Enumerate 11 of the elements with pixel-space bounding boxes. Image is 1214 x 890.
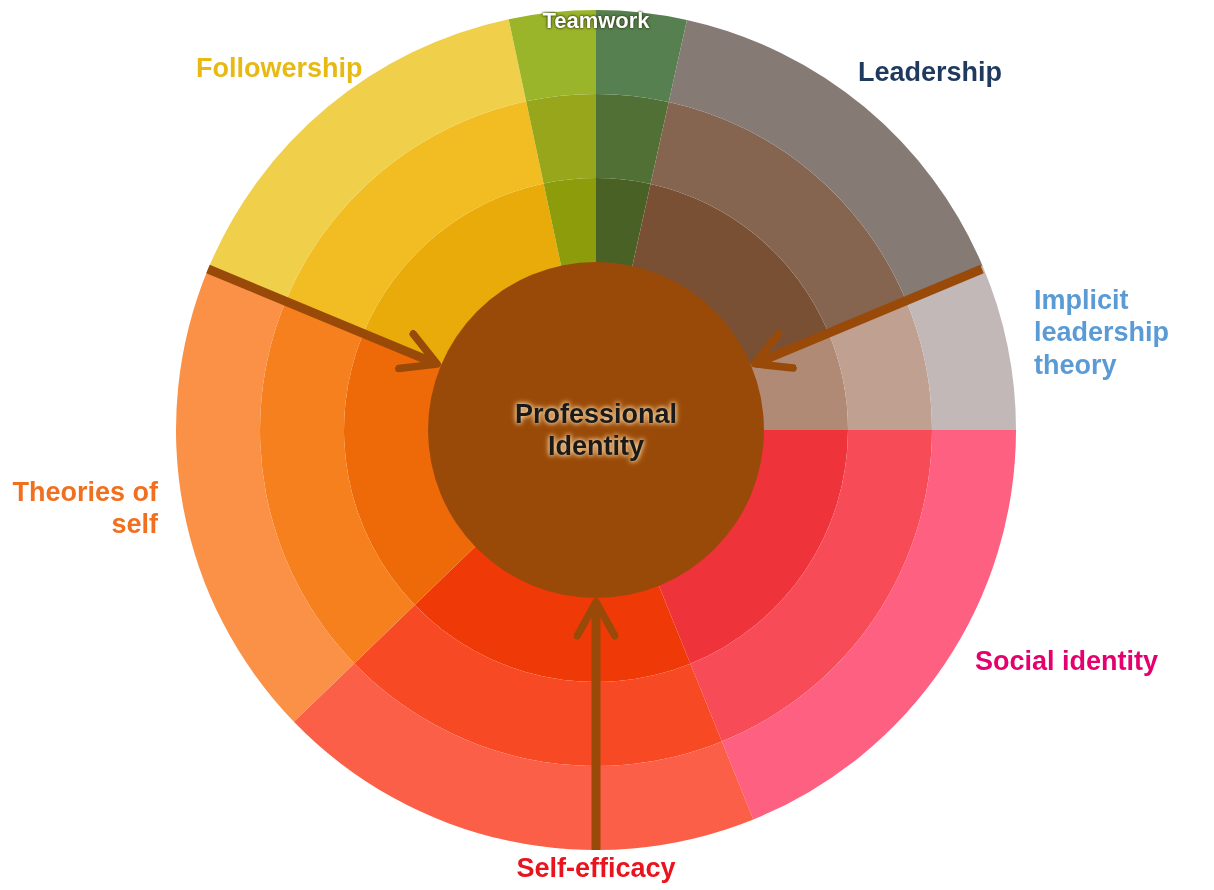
arrow <box>573 598 619 850</box>
arrow <box>751 264 984 372</box>
arrow <box>206 264 441 373</box>
center-label: Professional Identity <box>513 397 679 463</box>
topic-label: Followership <box>196 52 364 85</box>
topic-label: Self-efficacy <box>515 852 677 885</box>
topic-label: Implicit leadership theory <box>1034 284 1171 382</box>
topic-label: Social identity <box>975 645 1160 678</box>
topic-label: Leadership <box>858 56 1004 89</box>
topic-label: Theories of self <box>11 476 158 541</box>
topic-label: Teamwork <box>541 8 651 35</box>
